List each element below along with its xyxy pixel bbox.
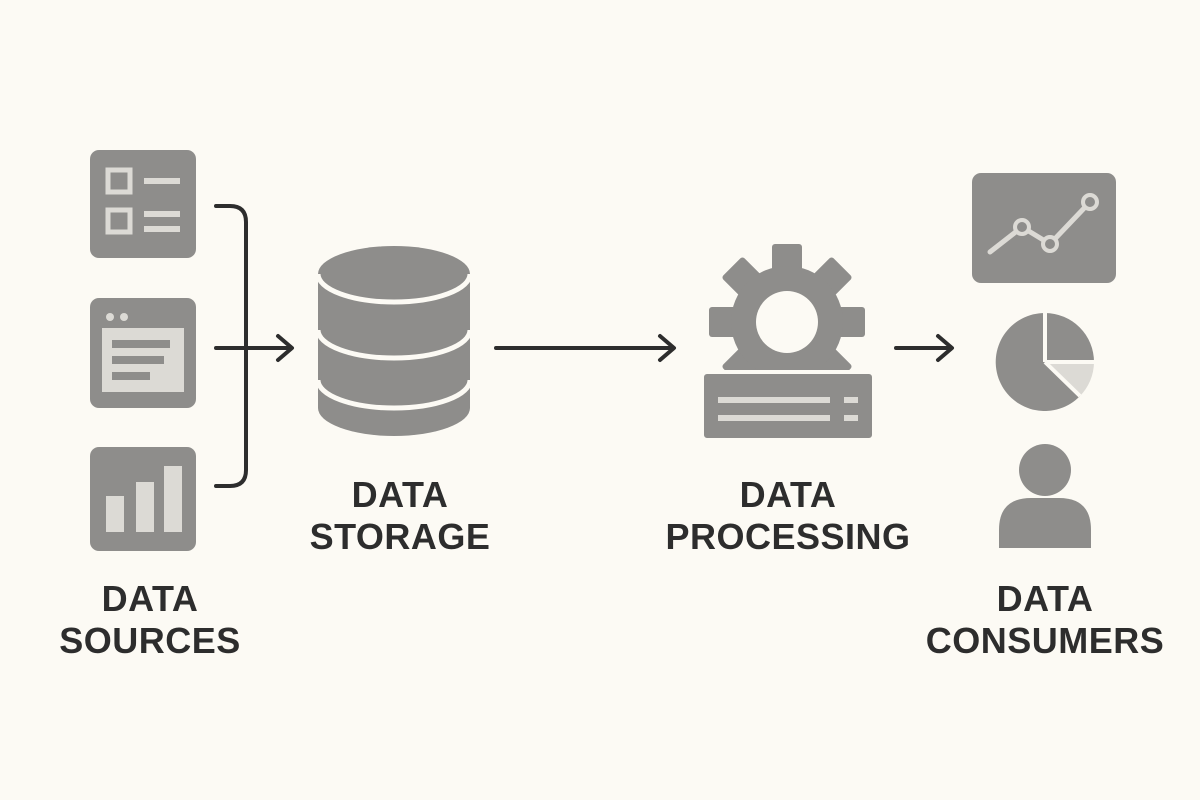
data-processing-label: DATA PROCESSING — [650, 474, 926, 558]
data-storage-label-line1: DATA — [351, 474, 449, 515]
data-storage-label: DATA STORAGE — [280, 474, 520, 558]
sources-bracket-connector — [214, 204, 294, 488]
checklist-form-icon — [90, 150, 196, 258]
data-storage-label-line2: STORAGE — [309, 516, 491, 557]
line-chart-icon — [972, 173, 1116, 283]
data-processing-label-line1: DATA — [739, 474, 837, 515]
gear-icon — [709, 244, 865, 400]
data-sources-label-line2: SOURCES — [59, 620, 241, 661]
data-sources-label: DATA SOURCES — [40, 578, 260, 662]
database-icon — [315, 246, 473, 436]
storage-to-processing-arrow — [494, 334, 676, 362]
data-processing-label-line2: PROCESSING — [665, 516, 911, 557]
data-consumers-label-line2: CONSUMERS — [925, 620, 1165, 661]
pie-chart-icon — [995, 312, 1094, 411]
processing-to-consumers-arrow — [894, 334, 954, 362]
data-sources-label-line1: DATA — [101, 578, 199, 619]
processing-panel-icon — [700, 370, 876, 442]
user-icon — [999, 444, 1091, 548]
browser-window-icon — [90, 298, 196, 408]
data-consumers-label-line1: DATA — [996, 578, 1094, 619]
data-consumers-label: DATA CONSUMERS — [920, 578, 1170, 662]
bar-chart-icon — [90, 447, 196, 551]
